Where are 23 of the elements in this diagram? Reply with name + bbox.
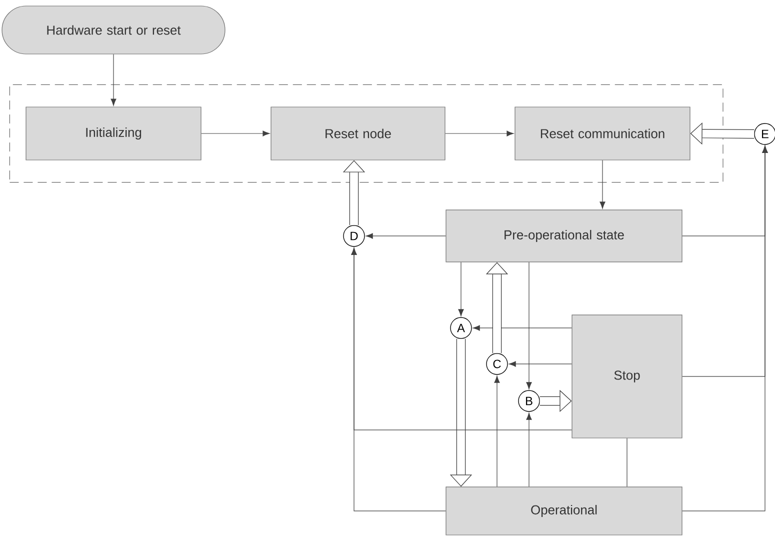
state-box: Reset communication (514, 106, 690, 160)
terminal-box: Hardware start or reset (2, 6, 226, 54)
state-box: Reset node (270, 106, 446, 160)
dashed-group-frame (9, 84, 724, 183)
arrow (526, 262, 532, 390)
state-box: Pre-operational state (446, 210, 682, 262)
state-box: Stop (572, 314, 682, 438)
arrow (201, 130, 270, 136)
connector-line (626, 438, 628, 487)
arrow (508, 361, 572, 367)
hollow-arrow (690, 122, 754, 145)
arrow (494, 376, 500, 487)
arrow (682, 146, 768, 512)
arrow (351, 248, 572, 430)
state-box: Initializing (26, 106, 202, 160)
arrow (366, 233, 446, 239)
state-box: Operational (446, 486, 682, 536)
arrow (526, 412, 532, 487)
arrow (458, 262, 464, 316)
arrow (472, 325, 572, 331)
arrow (445, 130, 514, 136)
arrow (110, 54, 116, 106)
arrow (600, 160, 606, 209)
